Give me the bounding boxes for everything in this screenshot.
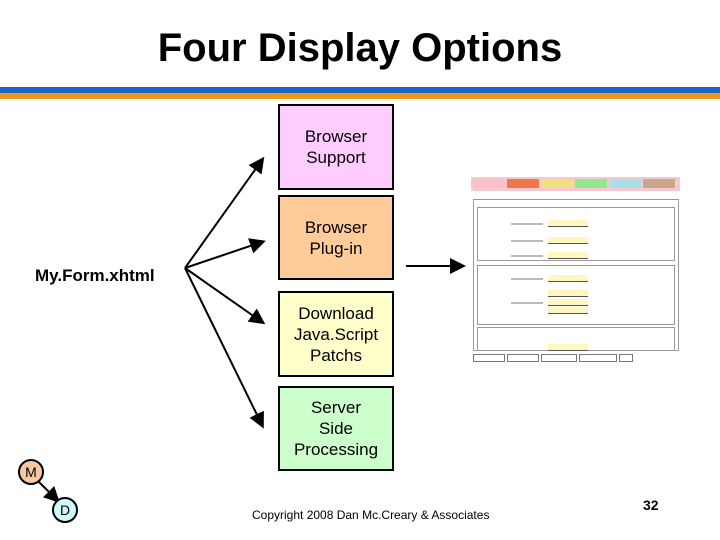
copyright: Copyright 2008 Dan Mc.Creary & Associate… [252,508,490,522]
source-file-label: My.Form.xhtml [35,266,155,285]
option-javascript-patches: Download Java.Script Patchs [278,291,394,377]
option-server-side: Server Side Processing [278,386,394,471]
display-badge: D [52,497,78,523]
header-bar-orange [0,93,720,99]
arrow-m-to-d [36,479,60,503]
option-browser-support: Browser Support [278,104,394,190]
arrow-to-patches [184,267,266,325]
arrow-to-plugin [184,238,266,269]
arrow-to-support [184,156,265,269]
model-badge: M [18,459,44,485]
arrow-to-server [184,267,264,429]
slide-title: Four Display Options [157,26,563,70]
form-screenshot-thumbnail [471,177,680,362]
page-number: 32 [643,497,659,513]
header-bar-blue [0,87,720,93]
option-browser-plugin: Browser Plug-in [278,195,394,280]
